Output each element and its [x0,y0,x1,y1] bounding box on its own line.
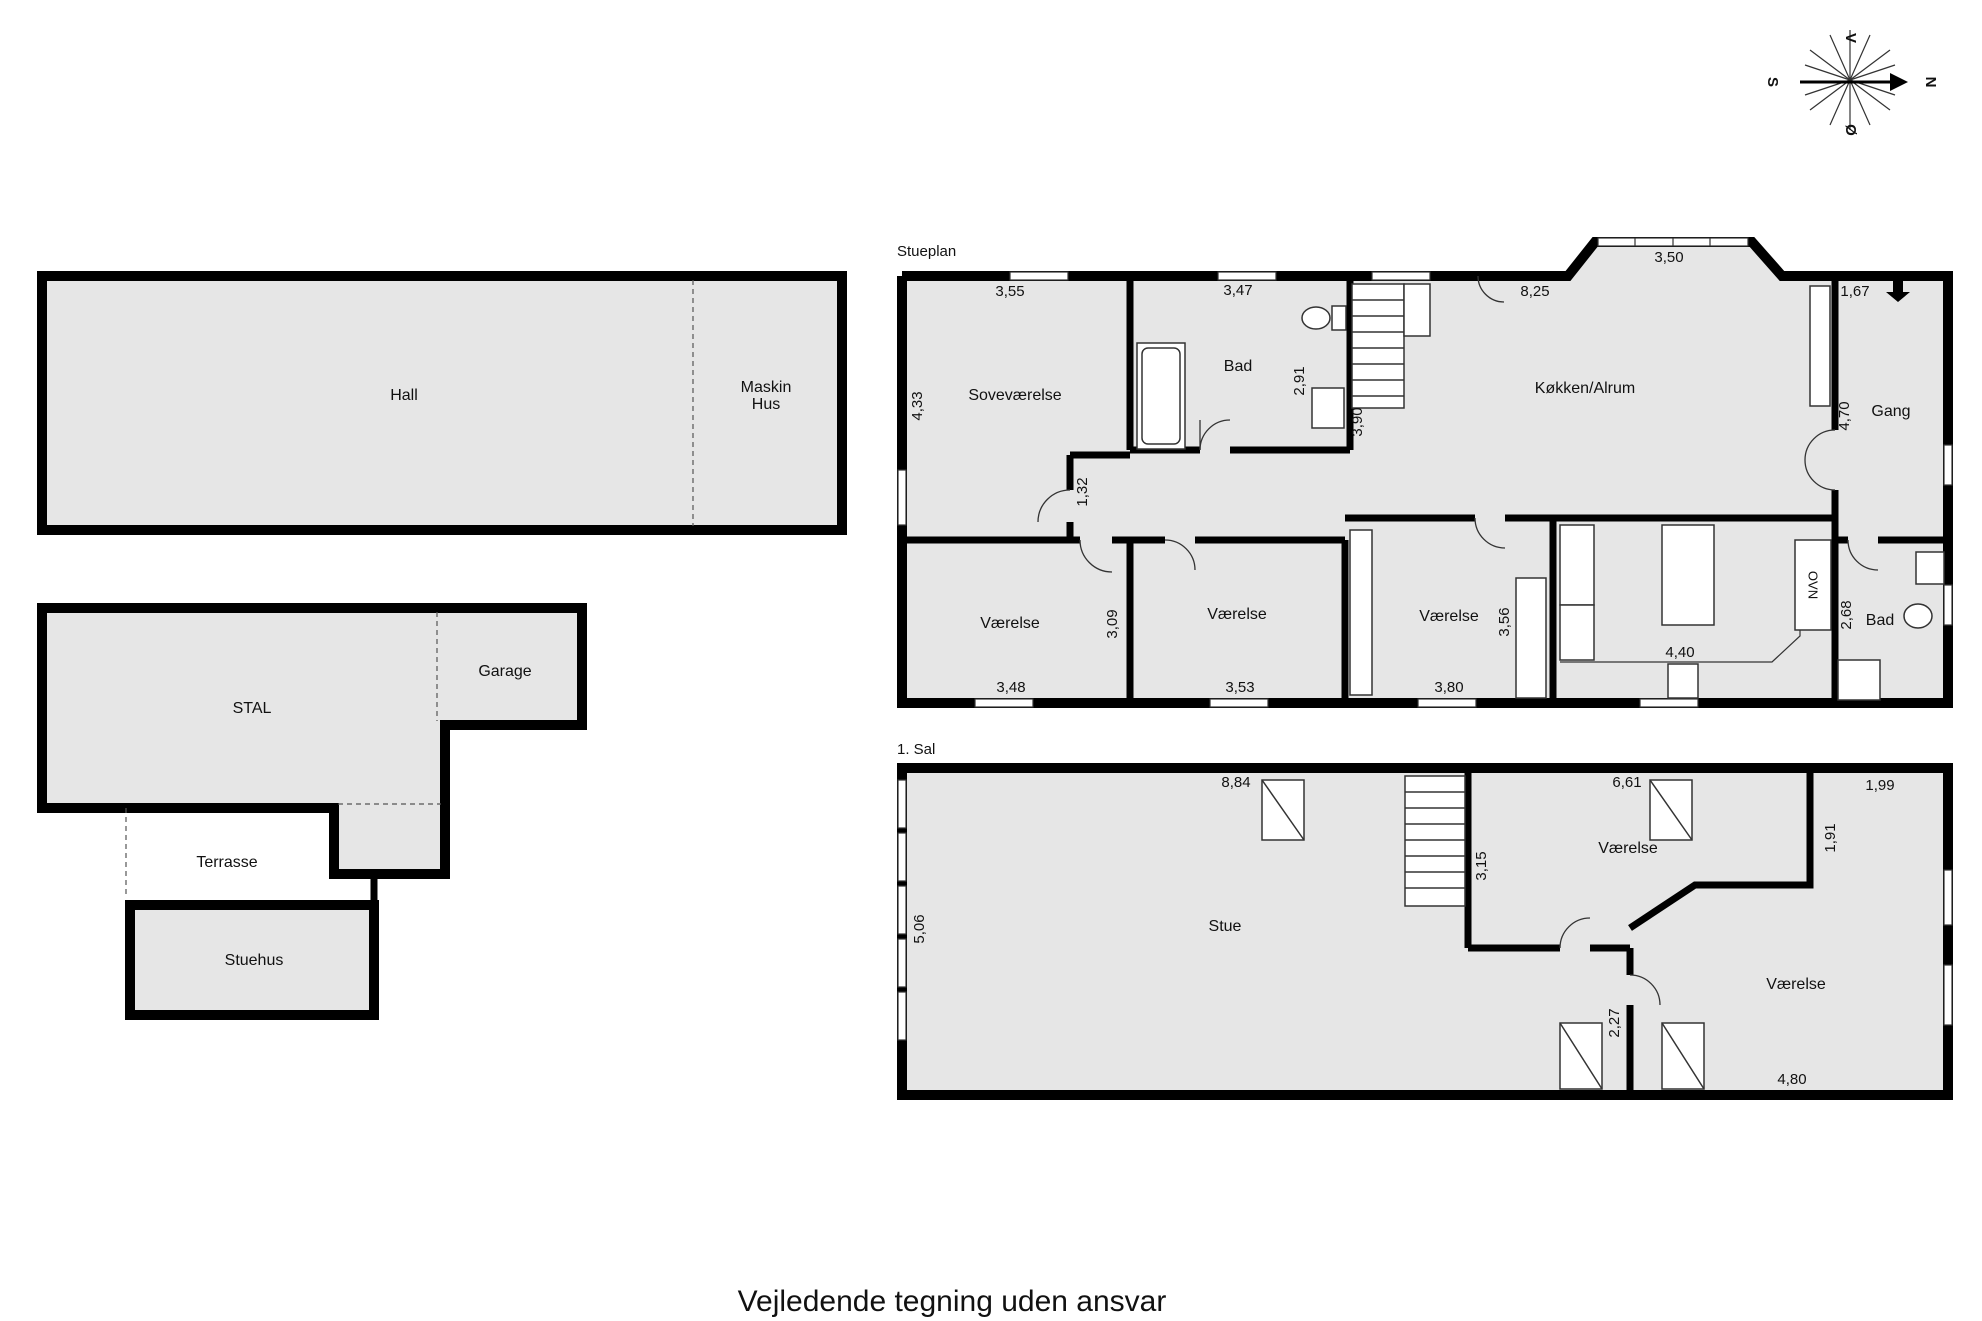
site-hall-building [37,271,847,535]
label-terrasse: Terrasse [196,854,257,871]
compass-east: Ø [1842,124,1859,136]
stueplan-floor [897,237,1953,708]
dim-3-48: 3,48 [996,679,1025,696]
dim-3-15: 3,15 [1473,851,1490,880]
label-sovevaerelse: Soveværelse [968,387,1061,404]
dim-1-91: 1,91 [1822,823,1839,852]
label-ovn: OVN [1806,571,1821,599]
compass-rose-icon [1800,30,1908,130]
label-hall: Hall [390,387,418,404]
dim-6-61: 6,61 [1612,774,1641,791]
dim-3-50: 3,50 [1654,249,1683,266]
dim-8-25: 8,25 [1520,283,1549,300]
dim-4-40: 4,40 [1665,644,1694,661]
label-vaerelse-3: Værelse [1419,608,1479,625]
dim-3-55: 3,55 [995,283,1024,300]
label-garage: Garage [478,663,531,680]
dim-2-68: 2,68 [1838,600,1855,629]
label-stuehus: Stuehus [225,952,284,969]
label-sal-vaerelse-2: Værelse [1766,976,1826,993]
dim-4-33: 4,33 [909,391,926,420]
label-vaerelse-1: Værelse [980,615,1040,632]
stueplan-title: Stueplan [897,243,956,260]
sal-title: 1. Sal [897,741,935,758]
dim-3-09: 3,09 [1104,609,1121,638]
label-bad-2: Bad [1866,612,1894,629]
label-bad-1: Bad [1224,358,1252,375]
disclaimer-text: Vejledende tegning uden ansvar [738,1285,1167,1318]
site-stal-building [37,603,587,909]
dim-3-90: 3,90 [1349,407,1366,436]
dim-3-56: 3,56 [1496,607,1513,636]
dim-1-32: 1,32 [1074,477,1091,506]
dim-4-70: 4,70 [1836,401,1853,430]
dim-3-47: 3,47 [1223,282,1252,299]
compass-south: S [1764,77,1781,87]
dim-2-91: 2,91 [1291,366,1308,395]
label-maskin: Maskin [741,379,792,396]
dim-3-80: 3,80 [1434,679,1463,696]
label-stal: STAL [233,700,272,717]
dim-4-80: 4,80 [1777,1071,1806,1088]
label-kokken-alrum: Køkken/Alrum [1535,380,1635,397]
compass-north: N [1922,77,1939,88]
label-gang: Gang [1871,403,1910,420]
dim-3-53: 3,53 [1225,679,1254,696]
compass-west: V [1842,33,1859,43]
dim-2-27: 2,27 [1606,1008,1623,1037]
label-stue: Stue [1209,918,1242,935]
label-vaerelse-2: Værelse [1207,606,1267,623]
dim-1-67: 1,67 [1840,283,1869,300]
dim-8-84: 8,84 [1221,774,1250,791]
label-hus: Hus [752,396,780,413]
dim-1-99: 1,99 [1865,777,1894,794]
dim-5-06: 5,06 [911,914,928,943]
site-stuehus-building [125,900,379,1020]
label-sal-vaerelse-1: Værelse [1598,840,1658,857]
sal-floor [897,763,1953,1100]
